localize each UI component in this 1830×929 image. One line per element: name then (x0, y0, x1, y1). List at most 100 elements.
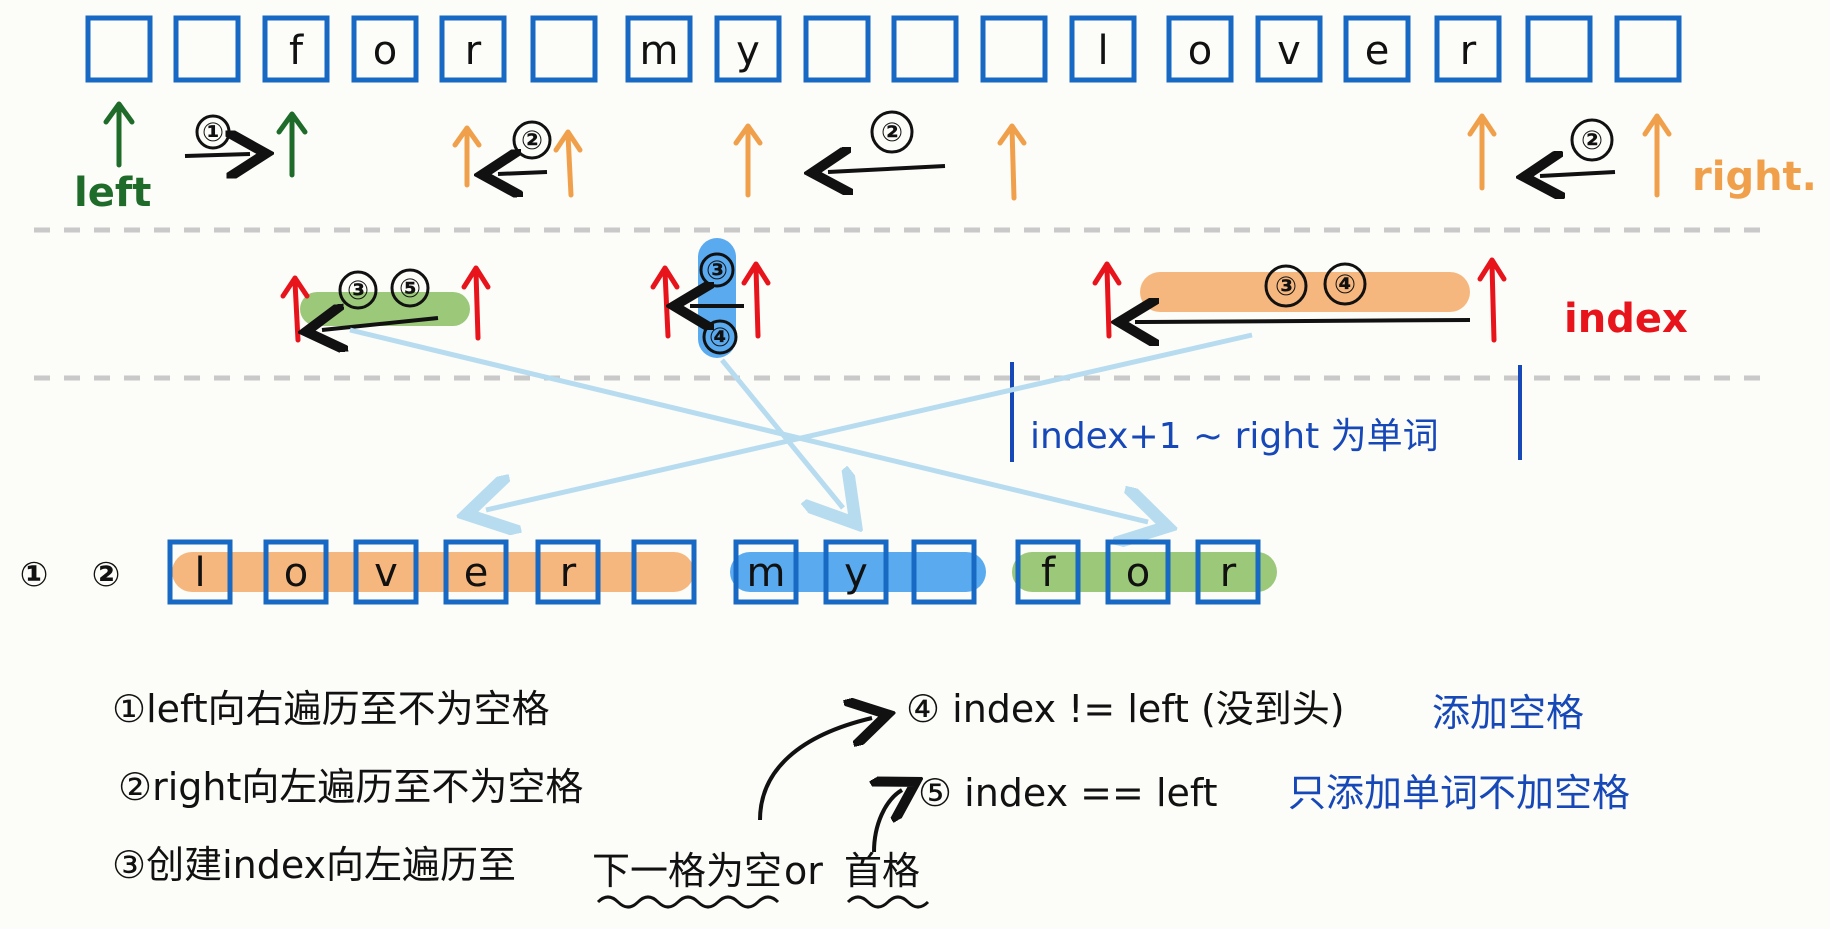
right-label: right. (1692, 154, 1817, 200)
top-cell: r (1434, 15, 1502, 83)
top-cell (1614, 15, 1682, 83)
result-group-for: f o r (1015, 539, 1261, 605)
top-cell-text: r (465, 28, 482, 74)
top-cell-text: f (289, 28, 304, 74)
step2-arrow-b: ② (828, 110, 946, 172)
result-step1-marker: ① (20, 555, 49, 595)
step2-marker: ② (521, 126, 543, 156)
top-cell: e (1343, 15, 1411, 83)
result-cell: m (733, 539, 799, 605)
note-step3-b: 首格 (844, 849, 920, 893)
top-cell (530, 15, 598, 83)
note-arrow (758, 718, 872, 821)
result-cell: y (823, 539, 889, 605)
result-cell-text: r (560, 550, 577, 596)
note-step3-or: or (784, 849, 823, 893)
result-cell: r (535, 539, 601, 605)
squiggle-underline (846, 895, 930, 909)
step2-arrow-c: ② (1540, 118, 1616, 176)
left-label: left (74, 170, 151, 216)
step4-marker: ④ (709, 323, 731, 353)
step3-marker: ③ (1275, 272, 1297, 302)
note-step3-prefix: ③创建index向左遍历至 (112, 843, 516, 887)
note-step4: ④ index != left (没到头) (906, 687, 1345, 731)
step2-marker: ② (1581, 126, 1603, 156)
top-cell-text: y (736, 28, 760, 74)
result-group-lover: l o v e r (167, 539, 697, 605)
result-cell-text: e (464, 550, 489, 596)
result-cell-text: r (1220, 550, 1237, 596)
result-cell-text: m (747, 550, 786, 596)
result-cell-text: o (1126, 550, 1150, 596)
note-arrow (874, 790, 902, 853)
top-row: f o r m y l o v e r (85, 15, 1682, 83)
top-cell-text: o (373, 28, 397, 74)
step3-arrow-c: ③ ④ (1135, 262, 1471, 322)
mapping-line-lover (486, 332, 1253, 510)
result-cell: o (263, 539, 329, 605)
step3-marker: ③ (706, 256, 728, 286)
left-pointer-arrow-moved (276, 111, 308, 178)
top-cell (1525, 15, 1593, 83)
note-step5-action: 只添加单词不加空格 (1288, 771, 1630, 815)
top-cell-text: o (1188, 28, 1212, 74)
result-cell: f (1015, 539, 1081, 605)
result-cell: e (443, 539, 509, 605)
note-step5: ⑤ index == left (918, 771, 1218, 815)
result-cell-text: f (1041, 550, 1056, 596)
top-cell: y (714, 15, 782, 83)
top-cell (980, 15, 1048, 83)
top-cell: f (262, 15, 330, 83)
step1-marker: ① (202, 118, 224, 148)
result-cell: v (353, 539, 419, 605)
step4-marker: ④ (1334, 270, 1356, 300)
mapping-lines (349, 327, 1253, 522)
result-cell-text: o (284, 550, 308, 596)
notes: ①left向右遍历至不为空格 ②right向左遍历至不为空格 ③创建index向… (112, 687, 1630, 909)
index-label: index (1564, 296, 1688, 342)
top-cell (891, 15, 959, 83)
top-cell: l (1069, 15, 1137, 83)
squiggle-underline (596, 895, 780, 909)
top-cell: m (625, 15, 693, 83)
range-bracket: index+1 ~ right 为单词 (1010, 362, 1522, 462)
result-cell: l (167, 539, 233, 605)
range-note: index+1 ~ right 为单词 (1030, 416, 1439, 457)
step3-arrow-a: ③ ⑤ (322, 268, 439, 330)
top-cell: v (1255, 15, 1323, 83)
top-cell-text: l (1097, 28, 1108, 74)
result-group-my: m y (733, 539, 977, 605)
result-cell: o (1105, 539, 1171, 605)
result-highlight-lover (172, 552, 694, 592)
step3-arrow-b: ③ ④ (690, 252, 744, 355)
top-cell (803, 15, 871, 83)
step3-marker: ③ (347, 276, 369, 306)
step1-arrow: ① (184, 114, 250, 156)
top-cell (85, 15, 153, 83)
note-step4-action: 添加空格 (1432, 691, 1584, 735)
result-cell (631, 539, 697, 605)
top-cell: o (1166, 15, 1234, 83)
note-step3-a: 下一格为空 (592, 849, 782, 893)
result-cell (911, 539, 977, 605)
result-cell: r (1195, 539, 1261, 605)
step2-marker: ② (881, 118, 903, 148)
mapping-line-my (720, 358, 843, 508)
top-cell-text: m (640, 28, 679, 74)
top-cell: r (439, 15, 507, 83)
orange-pointer-arrows (452, 113, 1672, 201)
note-step2: ②right向左遍历至不为空格 (118, 765, 583, 809)
left-pointer-arrow (103, 101, 135, 168)
result-cell-text: y (844, 550, 868, 596)
mapping-line-for (349, 327, 1148, 522)
step5-marker: ⑤ (399, 274, 421, 304)
highlight-for (300, 292, 470, 326)
top-cell-text: e (1365, 28, 1390, 74)
result-step2-marker: ② (92, 555, 121, 595)
top-cell-text: v (1277, 28, 1301, 74)
result-cell-text: v (374, 550, 398, 596)
top-cell-text: r (1460, 28, 1477, 74)
step2-arrow-a: ② (498, 120, 552, 174)
top-cell: o (351, 15, 419, 83)
